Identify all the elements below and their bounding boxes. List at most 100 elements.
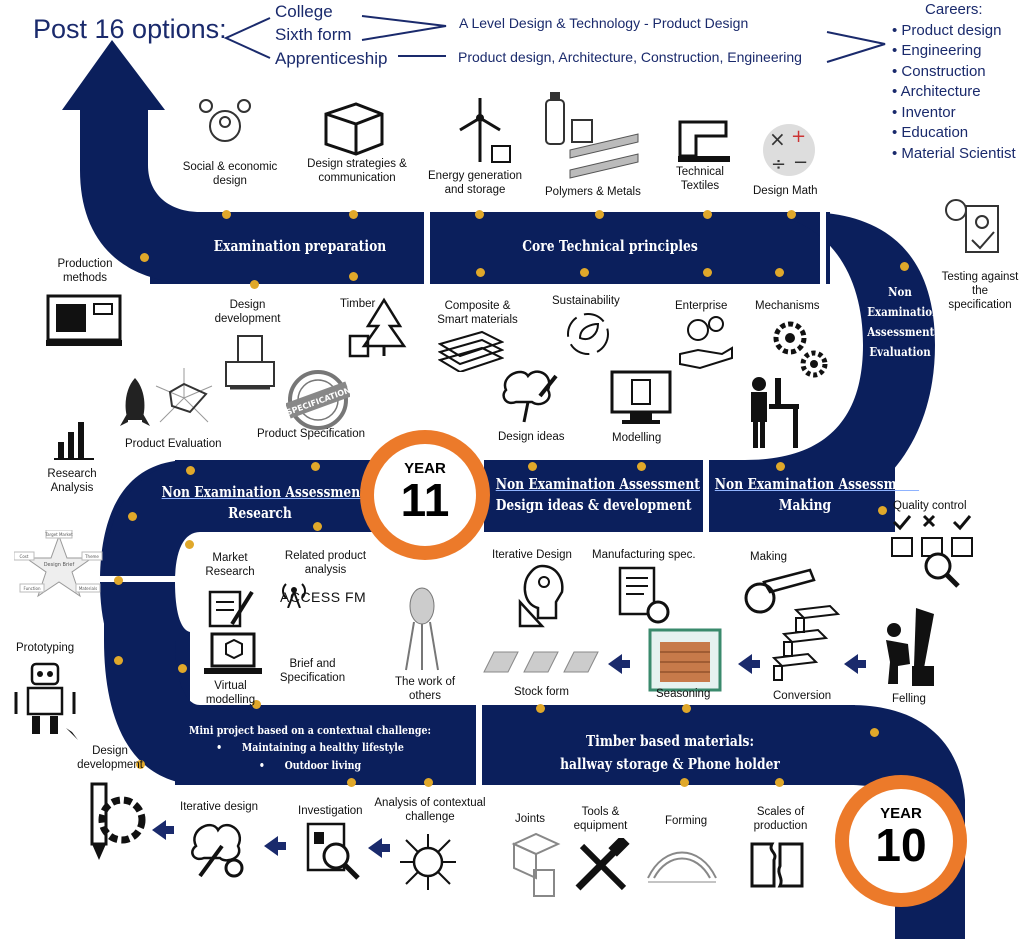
career-item: • Architecture	[892, 83, 981, 100]
svg-text:÷: ÷	[771, 154, 786, 175]
road-marker-dot	[580, 268, 589, 277]
kiln-icon	[648, 628, 722, 692]
rocket-icon	[120, 378, 150, 426]
notepad-pencil-icon	[208, 590, 254, 628]
career-item: • Inventor	[892, 103, 956, 121]
laptop-3d-icon	[204, 632, 262, 674]
option-college: College	[275, 2, 333, 21]
sewing-machine-icon	[678, 120, 730, 162]
label-joints: Joints	[515, 813, 546, 825]
road-marker-dot	[114, 656, 123, 665]
svg-text:×: ×	[769, 127, 786, 151]
label-timber: Timber	[340, 298, 376, 310]
road-marker-dot	[349, 210, 358, 219]
label-brief-specification: Brief and Specification	[279, 658, 346, 684]
brain-lightbulb-icon	[502, 370, 558, 423]
careers-title: Careers:	[925, 1, 983, 18]
road-marker-dot	[776, 462, 785, 471]
label-investigation: Investigation	[298, 805, 363, 817]
star-label-materials: Materials	[79, 586, 97, 591]
label-design-ideas: Design ideas	[498, 431, 565, 443]
specification-stamp-icon: SPECIFICATION	[286, 370, 350, 430]
option-sixth-form: Sixth form	[275, 25, 352, 44]
road-marker-dot	[900, 262, 909, 271]
label-social-economic-design: Social & economic design	[182, 161, 278, 187]
road-marker-dot	[186, 466, 195, 475]
road-marker-dot	[536, 704, 545, 713]
road-marker-dot	[637, 462, 646, 471]
label-stock-form: Stock form	[514, 686, 569, 698]
monitor-robot-icon	[610, 370, 672, 424]
tree-stump-icon	[348, 297, 407, 358]
radar-chart-icon	[155, 368, 213, 423]
careers-list: Careers: • Product design • Engineering …	[892, 0, 1016, 164]
label-virtual-modelling: Virtual modelling	[205, 680, 256, 706]
label-market-research: Market Research	[205, 552, 255, 578]
band-core-technical: Core Technical principles	[522, 237, 698, 255]
label-scales-production: Scales of production	[753, 806, 808, 832]
label-energy-generation: Energy generation and storage	[428, 170, 522, 196]
material-sheets-icon	[438, 330, 504, 372]
bottle-and-beam-icon	[545, 92, 639, 179]
post16-title: Post 16 options:	[33, 14, 227, 44]
road-marker-dot	[178, 664, 187, 673]
label-iterative-design-bottom: Iterative design	[180, 801, 258, 813]
saw-log-icon	[744, 568, 816, 614]
road-marker-dot	[424, 778, 433, 787]
label-work-of-others: The work of others	[394, 676, 456, 702]
brain-network-icon	[400, 834, 456, 890]
label-conversion: Conversion	[773, 690, 832, 702]
hand-coins-icon	[679, 316, 733, 370]
career-item: • Product design	[892, 21, 1002, 39]
road-marker-dot	[250, 280, 259, 289]
recycle-leaf-icon	[567, 313, 609, 355]
label-design-development-bottom: Design development	[77, 745, 143, 771]
label-testing-spec: Testing against the specification	[941, 271, 1019, 311]
access-fm-logo: ACCESS FM	[280, 589, 367, 605]
label-product-specification: Product Specification	[257, 428, 366, 440]
arrow-to-careers-icon	[826, 31, 886, 63]
label-felling: Felling	[892, 693, 926, 705]
label-production-methods: Production methods	[57, 258, 113, 284]
road-marker-dot	[347, 778, 356, 787]
band-mini-project: Mini project based on a contextual chall…	[189, 723, 431, 772]
label-related-product: Related product analysis	[284, 550, 367, 576]
document-magnifier-icon	[306, 822, 360, 880]
label-design-development-top: Design development	[214, 299, 281, 325]
label-design-math: Design Math	[753, 185, 818, 197]
road-marker-dot	[787, 210, 796, 219]
people-network-icon	[199, 99, 251, 142]
band-exam-prep: Examination preparation	[213, 237, 387, 255]
label-tools-equipment: Tools & equipment	[573, 806, 628, 832]
road-marker-dot	[878, 506, 887, 515]
arrow-left-icon	[152, 820, 174, 840]
arrow-left-icon	[368, 838, 390, 858]
cube-icon	[324, 102, 384, 156]
star-label-function: Function	[23, 586, 40, 591]
timber-planks-icon	[483, 651, 599, 673]
lumberjack-icon	[886, 608, 934, 686]
road-marker-dot	[252, 700, 261, 709]
quality-control-icon	[891, 514, 973, 588]
forming-arc-icon	[647, 851, 717, 883]
arrow-left-icon	[264, 836, 286, 856]
label-analysis-contextual: Analysis of contextual challenge	[374, 797, 486, 823]
star-label-design-brief: Design Brief	[44, 562, 75, 568]
label-forming: Forming	[665, 815, 708, 827]
brain-pencil-icon	[191, 823, 244, 878]
label-composite-smart: Composite & Smart materials	[437, 300, 518, 326]
road-marker-dot	[349, 272, 358, 281]
label-making: Making	[750, 551, 788, 563]
road-marker-dot	[680, 778, 689, 787]
label-enterprise: Enterprise	[675, 300, 728, 312]
career-item: • Education	[892, 124, 969, 141]
label-modelling: Modelling	[612, 432, 662, 444]
radio-tower-icon	[282, 583, 306, 608]
road-marker-dot	[775, 268, 784, 277]
gears-icon	[773, 321, 828, 378]
road-marker-dot	[128, 512, 137, 521]
